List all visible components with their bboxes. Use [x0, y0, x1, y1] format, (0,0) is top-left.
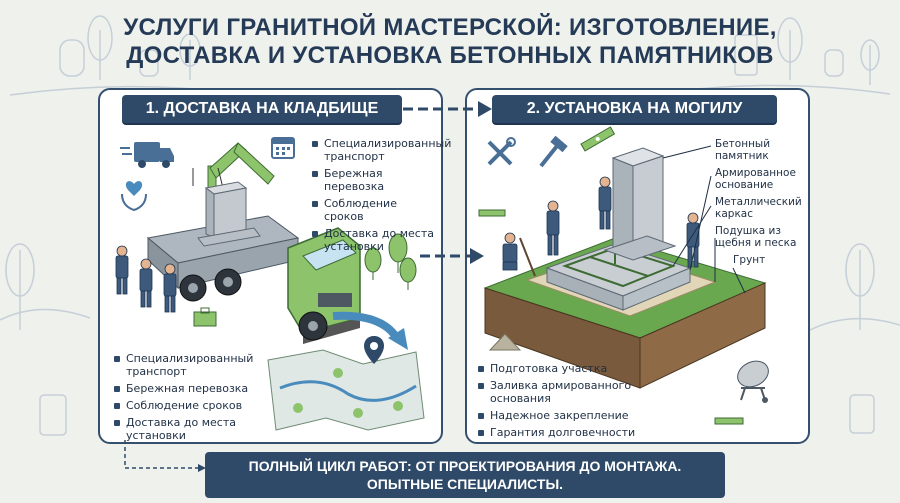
list-item: Соблюдение сроков [312, 197, 440, 223]
concrete-mixer-icon [737, 360, 769, 403]
monument-on-truck [197, 181, 261, 247]
truck-illustration [115, 137, 425, 431]
list-item: Доставка до места установки [312, 227, 440, 253]
level-icon [580, 126, 616, 152]
arrow-mid [420, 248, 484, 264]
map-pin-icon [364, 336, 384, 364]
arrow-to-banner [124, 440, 206, 472]
panel-delivery-heading: 1. ДОСТАВКА НА КЛАДБИЩЕ [122, 95, 402, 123]
bottom-banner: ПОЛНЫЙ ЦИКЛ РАБОТ: ОТ ПРОЕКТИРОВАНИЯ ДО … [205, 452, 725, 498]
delivery-top-list: Специализированный транспорт Бережная пе… [312, 137, 451, 257]
banner-line-1: ПОЛНЫЙ ЦИКЛ РАБОТ: ОТ ПРОЕКТИРОВАНИЯ ДО … [248, 458, 682, 474]
installation-list: Подготовка участка Заливка армированного… [478, 362, 638, 443]
callout-base: Армированное основание [715, 167, 796, 191]
panel-installation-heading: 2. УСТАНОВКА НА МОГИЛУ [492, 95, 777, 123]
title-line-1: УСЛУГИ ГРАНИТНОЙ МАСТЕРСКОЙ: ИЗГОТОВЛЕНИ… [123, 14, 777, 41]
list-item: Соблюдение сроков [114, 399, 259, 412]
callout-monument: Бетонный памятник [715, 138, 771, 162]
page-title: УСЛУГИ ГРАНИТНОЙ МАСТЕРСКОЙ: ИЗГОТОВЛЕНИ… [0, 14, 900, 70]
trees [364, 233, 417, 290]
callout-gravel: Подушка из щебня и песка [715, 225, 797, 249]
callout-soil: Грунт [733, 254, 766, 266]
list-item: Специализированный транспорт [114, 352, 259, 378]
heart-hands-icon [121, 181, 147, 212]
installation-callouts: Бетонный памятник Армированное основание… [715, 138, 807, 271]
list-item: Доставка до места установки [114, 416, 259, 442]
map [267, 349, 425, 431]
level-icon-bottom [714, 417, 744, 425]
worker-figures [115, 245, 177, 313]
delivery-van-icon [120, 142, 174, 168]
installation-illustration [478, 126, 769, 425]
title-line-2: ДОСТАВКА И УСТАНОВКА БЕТОННЫХ ПАМЯТНИКОВ [126, 42, 774, 69]
list-item: Надежное закрепление [478, 409, 638, 422]
list-item: Подготовка участка [478, 362, 638, 375]
callout-frame: Металлический каркас [715, 196, 802, 220]
toolbox-icon [193, 307, 217, 327]
calendar-icon [271, 137, 295, 159]
wrench-icon [487, 137, 516, 166]
concrete-monument [603, 147, 677, 261]
list-item: Бережная перевозка [312, 167, 440, 193]
hammer-icon [539, 135, 568, 168]
list-item: Бережная перевозка [114, 382, 259, 395]
list-item: Гарантия долговечности [478, 426, 638, 439]
banner-line-2: ОПЫТНЫЕ СПЕЦИАЛИСТЫ. [366, 476, 564, 492]
delivery-bottom-list: Специализированный транспорт Бережная пе… [114, 352, 259, 446]
level-icon-small [478, 209, 506, 217]
list-item: Специализированный транспорт [312, 137, 451, 163]
list-item: Заливка армированного основания [478, 379, 638, 405]
arrow-panel-1-to-2 [403, 101, 492, 117]
